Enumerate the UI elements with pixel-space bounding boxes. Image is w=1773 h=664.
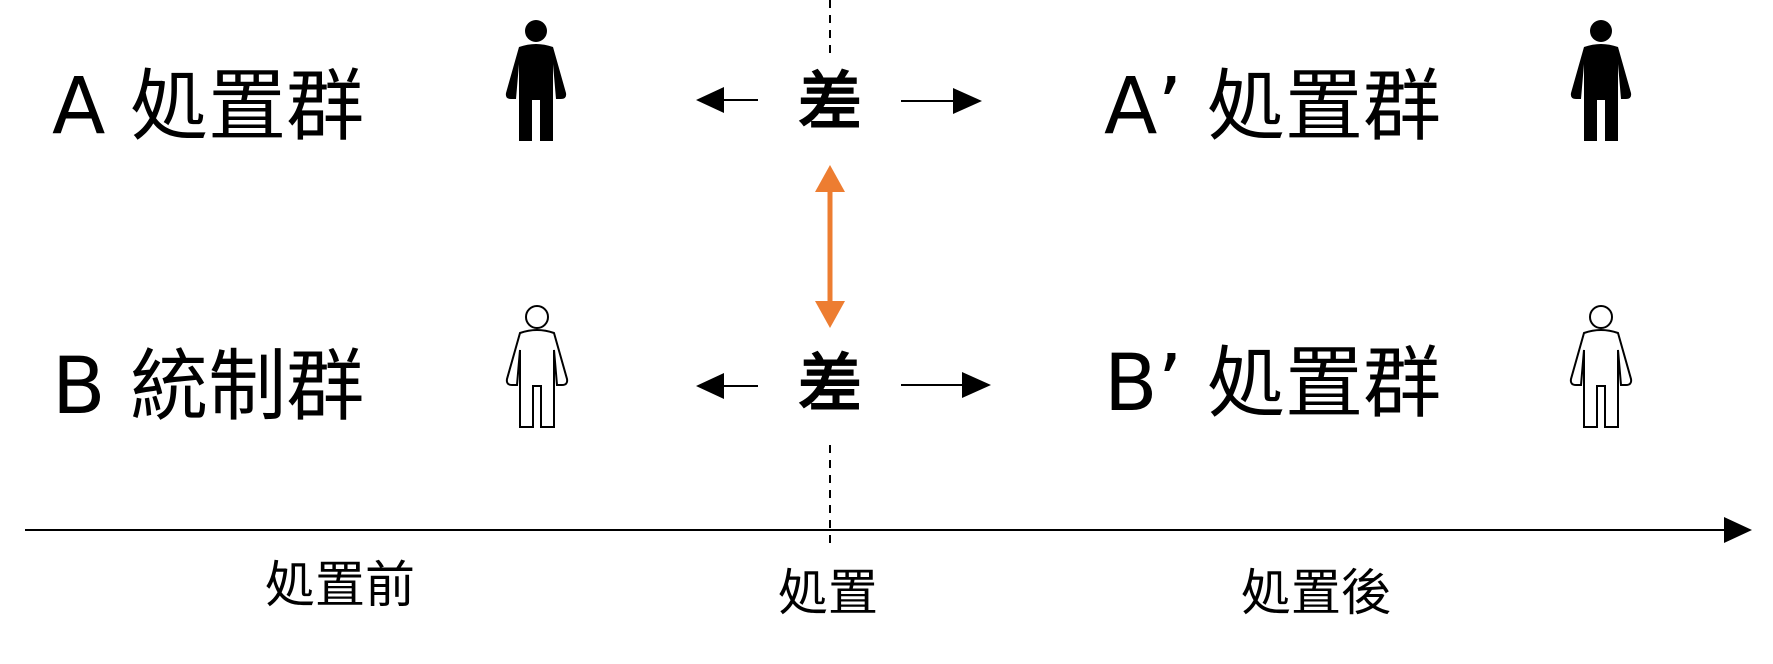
- person-outline-icon: [505, 305, 569, 428]
- person-filled-icon: [505, 20, 567, 141]
- arrow-right-icon: [901, 372, 991, 398]
- arrow-left-icon: [696, 373, 758, 399]
- group-a-before-label: A 処置群: [52, 62, 364, 152]
- difference-label-top: 差: [798, 66, 862, 140]
- double-arrow-vertical-icon: [815, 165, 845, 328]
- person-filled-icon: [1570, 20, 1632, 141]
- difference-label-bottom: 差: [798, 348, 862, 422]
- group-a-after-label: A’ 処置群: [1104, 62, 1441, 152]
- group-b-after-label: B’ 処置群: [1104, 339, 1441, 429]
- arrow-left-icon: [696, 87, 758, 113]
- person-outline-icon: [1569, 305, 1633, 428]
- phase-before-label: 処置前: [265, 556, 415, 614]
- group-b-before-label: B 統制群: [52, 342, 364, 432]
- phase-treatment-label: 処置: [778, 564, 878, 622]
- time-axis: [25, 517, 1752, 543]
- arrow-right-icon: [901, 88, 982, 114]
- phase-after-label: 処置後: [1241, 564, 1391, 622]
